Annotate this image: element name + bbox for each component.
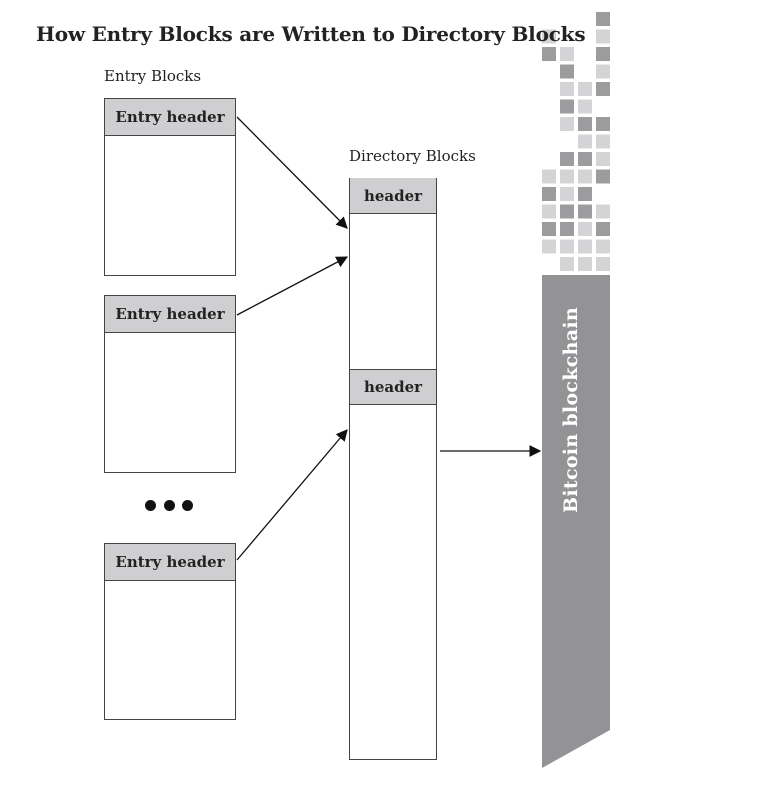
pixel-square xyxy=(596,257,610,271)
pixel-square xyxy=(578,187,592,201)
arrows xyxy=(236,116,542,561)
pixel-square xyxy=(560,239,574,254)
pixel-square xyxy=(596,169,610,184)
pixel-square xyxy=(542,239,556,254)
pixel-square xyxy=(560,82,574,96)
pixel-square xyxy=(542,204,556,219)
entry-block-2: Entry header xyxy=(104,295,236,473)
pixel-square xyxy=(578,169,592,184)
arrow-entry-2-to-directory xyxy=(236,256,349,316)
pixel-square xyxy=(578,239,592,254)
pixel-square xyxy=(560,187,574,201)
pixel-square xyxy=(578,134,592,149)
arrow-entry-3-to-directory xyxy=(236,429,348,561)
diagram-title: How Entry Blocks are Written to Director… xyxy=(36,22,586,46)
entry-block-1: Entry header xyxy=(104,98,236,276)
ellipsis-dot xyxy=(164,500,175,511)
pixel-square xyxy=(542,187,556,201)
directory-blocks-label: Directory Blocks xyxy=(349,147,476,165)
pixel-square xyxy=(542,222,556,236)
pixel-square xyxy=(560,204,574,219)
pixel-square xyxy=(560,257,574,271)
pixel-square xyxy=(542,47,556,61)
pixel-square xyxy=(542,29,556,44)
pixel-square xyxy=(596,117,610,131)
pixel-square xyxy=(578,82,592,96)
entry-block-3: Entry header xyxy=(104,543,236,720)
pixel-square xyxy=(596,12,610,26)
entry-block-3-header: Entry header xyxy=(105,544,235,581)
arrow-entry-1-to-directory xyxy=(236,116,348,229)
pixel-square xyxy=(560,47,574,61)
ellipsis-dot xyxy=(182,500,193,511)
pixel-square xyxy=(560,169,574,184)
pixel-square xyxy=(596,239,610,254)
pixel-square xyxy=(596,222,610,236)
pixel-square xyxy=(596,47,610,61)
pixel-square xyxy=(596,82,610,96)
directory-section-2-header: header xyxy=(350,369,436,405)
pixel-square xyxy=(578,204,592,219)
blockchain-pixel-pattern xyxy=(542,12,610,271)
bitcoin-blockchain-label: Bitcoin blockchain xyxy=(560,307,582,513)
pixel-square xyxy=(578,152,592,166)
directory-section-1-header: header xyxy=(350,178,436,214)
pixel-square xyxy=(596,64,610,79)
pixel-square xyxy=(596,29,610,44)
pixel-square xyxy=(560,152,574,166)
entry-block-1-header: Entry header xyxy=(105,99,235,136)
pixel-square xyxy=(578,99,592,114)
pixel-square xyxy=(578,257,592,271)
pixel-square xyxy=(596,134,610,149)
pixel-square xyxy=(560,99,574,114)
pixel-square xyxy=(596,152,610,166)
bitcoin-blockchain-bar xyxy=(542,275,610,768)
pixel-square xyxy=(578,222,592,236)
entry-blocks-label: Entry Blocks xyxy=(104,67,202,85)
ellipsis-dot xyxy=(145,500,156,511)
pixel-square xyxy=(542,169,556,184)
pixel-square xyxy=(596,204,610,219)
pixel-square xyxy=(578,117,592,131)
directory-blocks-column: header header xyxy=(349,178,437,760)
pixel-square xyxy=(560,117,574,131)
pixel-square xyxy=(560,222,574,236)
entry-block-2-header: Entry header xyxy=(105,296,235,333)
pixel-square xyxy=(560,64,574,79)
